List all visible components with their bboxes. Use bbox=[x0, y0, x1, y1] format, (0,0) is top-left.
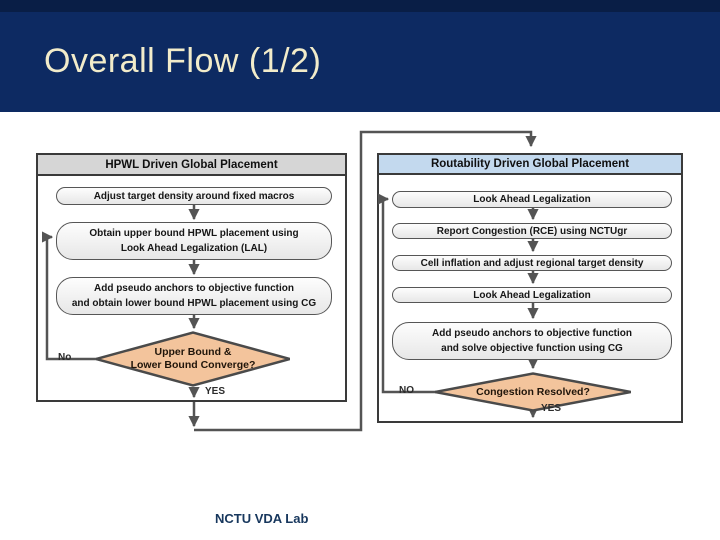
flow-step-label: Add pseudo anchors to objective function bbox=[93, 283, 294, 294]
flow-step-pseudo-anchors-solve: Add pseudo anchors to objective function… bbox=[392, 322, 672, 360]
flow-step-label: Look Ahead Legalization bbox=[473, 194, 591, 205]
decision-label: Upper Bound & bbox=[154, 346, 232, 358]
flow-step-label: and obtain lower bound HPWL placement us… bbox=[71, 298, 317, 309]
flow-step-label: Look Ahead Legalization (LAL) bbox=[120, 243, 268, 254]
flow-step-cell-inflation: Cell inflation and adjust regional targe… bbox=[392, 255, 672, 271]
title-band: Overall Flow (1/2) bbox=[0, 0, 720, 112]
flow-step-adjust-density: Adjust target density around fixed macro… bbox=[56, 187, 332, 205]
flow-step-pseudo-anchors-lower-bound: Add pseudo anchors to objective function… bbox=[56, 277, 332, 315]
routability-chart-header: Routability Driven Global Placement bbox=[377, 153, 683, 175]
hpwl-chart-header: HPWL Driven Global Placement bbox=[36, 153, 347, 176]
flow-step-label: and solve objective function using CG bbox=[441, 343, 623, 354]
flow-step-lal-2: Look Ahead Legalization bbox=[392, 287, 672, 303]
branch-label-no: NO bbox=[399, 385, 414, 396]
flow-step-label: Look Ahead Legalization bbox=[473, 289, 591, 301]
flow-step-upper-bound: Obtain upper bound HPWL placement using … bbox=[56, 222, 332, 260]
flow-step-label: Adjust target density around fixed macro… bbox=[93, 190, 295, 202]
branch-label-yes: YES bbox=[205, 386, 226, 397]
flow-step-label: Add pseudo anchors to objective function bbox=[431, 328, 632, 339]
band-top-shadow bbox=[0, 0, 720, 12]
slide-title: Overall Flow (1/2) bbox=[44, 42, 322, 80]
flow-step-lal-1: Look Ahead Legalization bbox=[392, 191, 672, 208]
flow-step-label: Report Congestion (RCE) using NCTUgr bbox=[436, 225, 628, 237]
branch-label-yes: YES bbox=[541, 403, 562, 414]
footer-lab-name: NCTU VDA Lab bbox=[215, 511, 309, 526]
flow-step-report-congestion: Report Congestion (RCE) using NCTUgr bbox=[392, 223, 672, 239]
decision-converge: Upper Bound & Lower Bound Converge? bbox=[96, 331, 290, 387]
branch-label-no: No bbox=[58, 352, 72, 363]
decision-label: Lower Bound Converge? bbox=[130, 359, 256, 371]
decision-label: Congestion Resolved? bbox=[476, 385, 590, 398]
flow-step-label: Cell inflation and adjust regional targe… bbox=[420, 257, 644, 269]
decision-congestion-resolved: Congestion Resolved? bbox=[435, 372, 631, 412]
flow-step-label: Obtain upper bound HPWL placement using bbox=[89, 228, 299, 239]
